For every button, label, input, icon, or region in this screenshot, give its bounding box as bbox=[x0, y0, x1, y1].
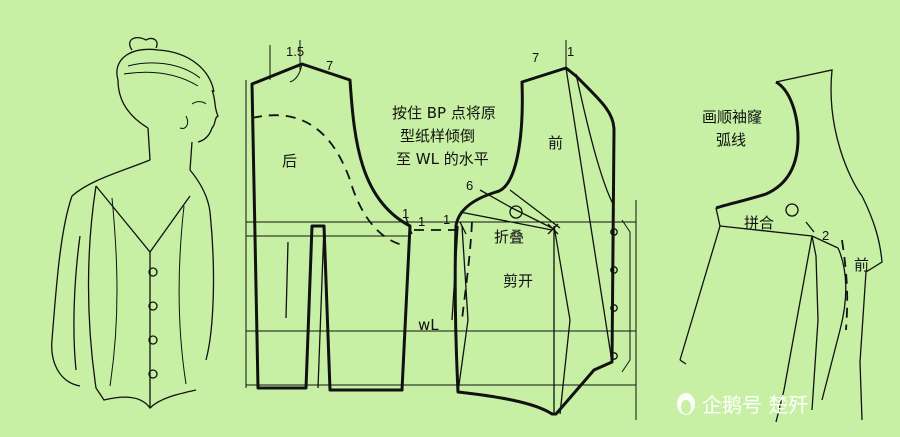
labels: 1.5 7 7 1 后 前 按住 BP 点将原 型纸样倾倒 至 WL 的水平 6… bbox=[282, 44, 869, 334]
instruction-line-3: 至 WL 的水平 bbox=[396, 150, 489, 168]
measure-1-side-c: 1 bbox=[443, 212, 450, 227]
hair-outline bbox=[116, 48, 215, 93]
right-shoulder bbox=[189, 169, 211, 213]
label-waist-line: wL bbox=[418, 316, 439, 334]
button bbox=[610, 352, 618, 360]
front-piece bbox=[453, 66, 616, 416]
main-pattern bbox=[245, 40, 637, 420]
measure-1-side-b: 1 bbox=[418, 214, 425, 229]
button bbox=[610, 304, 618, 312]
label-curve-armhole-1: 画顺袖窿 bbox=[702, 108, 762, 126]
button bbox=[148, 369, 158, 379]
original-back-line bbox=[251, 114, 407, 247]
label-cut-open: 剪开 bbox=[503, 272, 533, 290]
label-front-right: 前 bbox=[854, 256, 869, 274]
bp-point-icon bbox=[509, 205, 523, 219]
right-front-outline bbox=[775, 69, 883, 421]
v-neckline bbox=[95, 185, 191, 254]
bp-point-icon bbox=[785, 203, 799, 217]
button bbox=[148, 335, 158, 345]
hair-bun bbox=[129, 36, 158, 51]
right-arm bbox=[205, 211, 215, 361]
label-join: 拼合 bbox=[744, 214, 774, 232]
penguin-icon bbox=[677, 393, 695, 415]
watermark-text: 企鹅号 楚歼 bbox=[702, 393, 808, 417]
instruction-line-2: 型纸样倾倒 bbox=[400, 127, 475, 145]
label-curve-armhole-2: 弧线 bbox=[716, 131, 746, 149]
measure-1-front: 1 bbox=[567, 44, 574, 59]
watermark: 企鹅号 楚歼 bbox=[677, 393, 808, 417]
label-front: 前 bbox=[548, 134, 563, 152]
instruction-line-1: 按住 BP 点将原 bbox=[392, 104, 496, 122]
left-arm bbox=[51, 195, 81, 387]
back-piece bbox=[250, 62, 412, 392]
woman-vest-sketch bbox=[51, 36, 219, 410]
measure-1-side-a: 1 bbox=[402, 206, 409, 221]
measure-6: 6 bbox=[466, 178, 473, 193]
label-fold: 折叠 bbox=[494, 228, 524, 246]
measure-7-back: 7 bbox=[326, 58, 333, 73]
label-back: 后 bbox=[282, 152, 297, 170]
right-pattern bbox=[679, 69, 883, 423]
left-shoulder bbox=[71, 159, 151, 197]
curved-armhole bbox=[715, 80, 800, 210]
measure-2: 2 bbox=[822, 228, 829, 243]
button bbox=[610, 266, 618, 274]
measure-1-5: 1.5 bbox=[286, 44, 304, 59]
button bbox=[148, 301, 158, 311]
measure-7-front: 7 bbox=[532, 50, 539, 65]
face-profile bbox=[197, 89, 219, 143]
vest-body bbox=[87, 185, 197, 410]
button bbox=[610, 228, 618, 236]
button bbox=[148, 267, 158, 277]
